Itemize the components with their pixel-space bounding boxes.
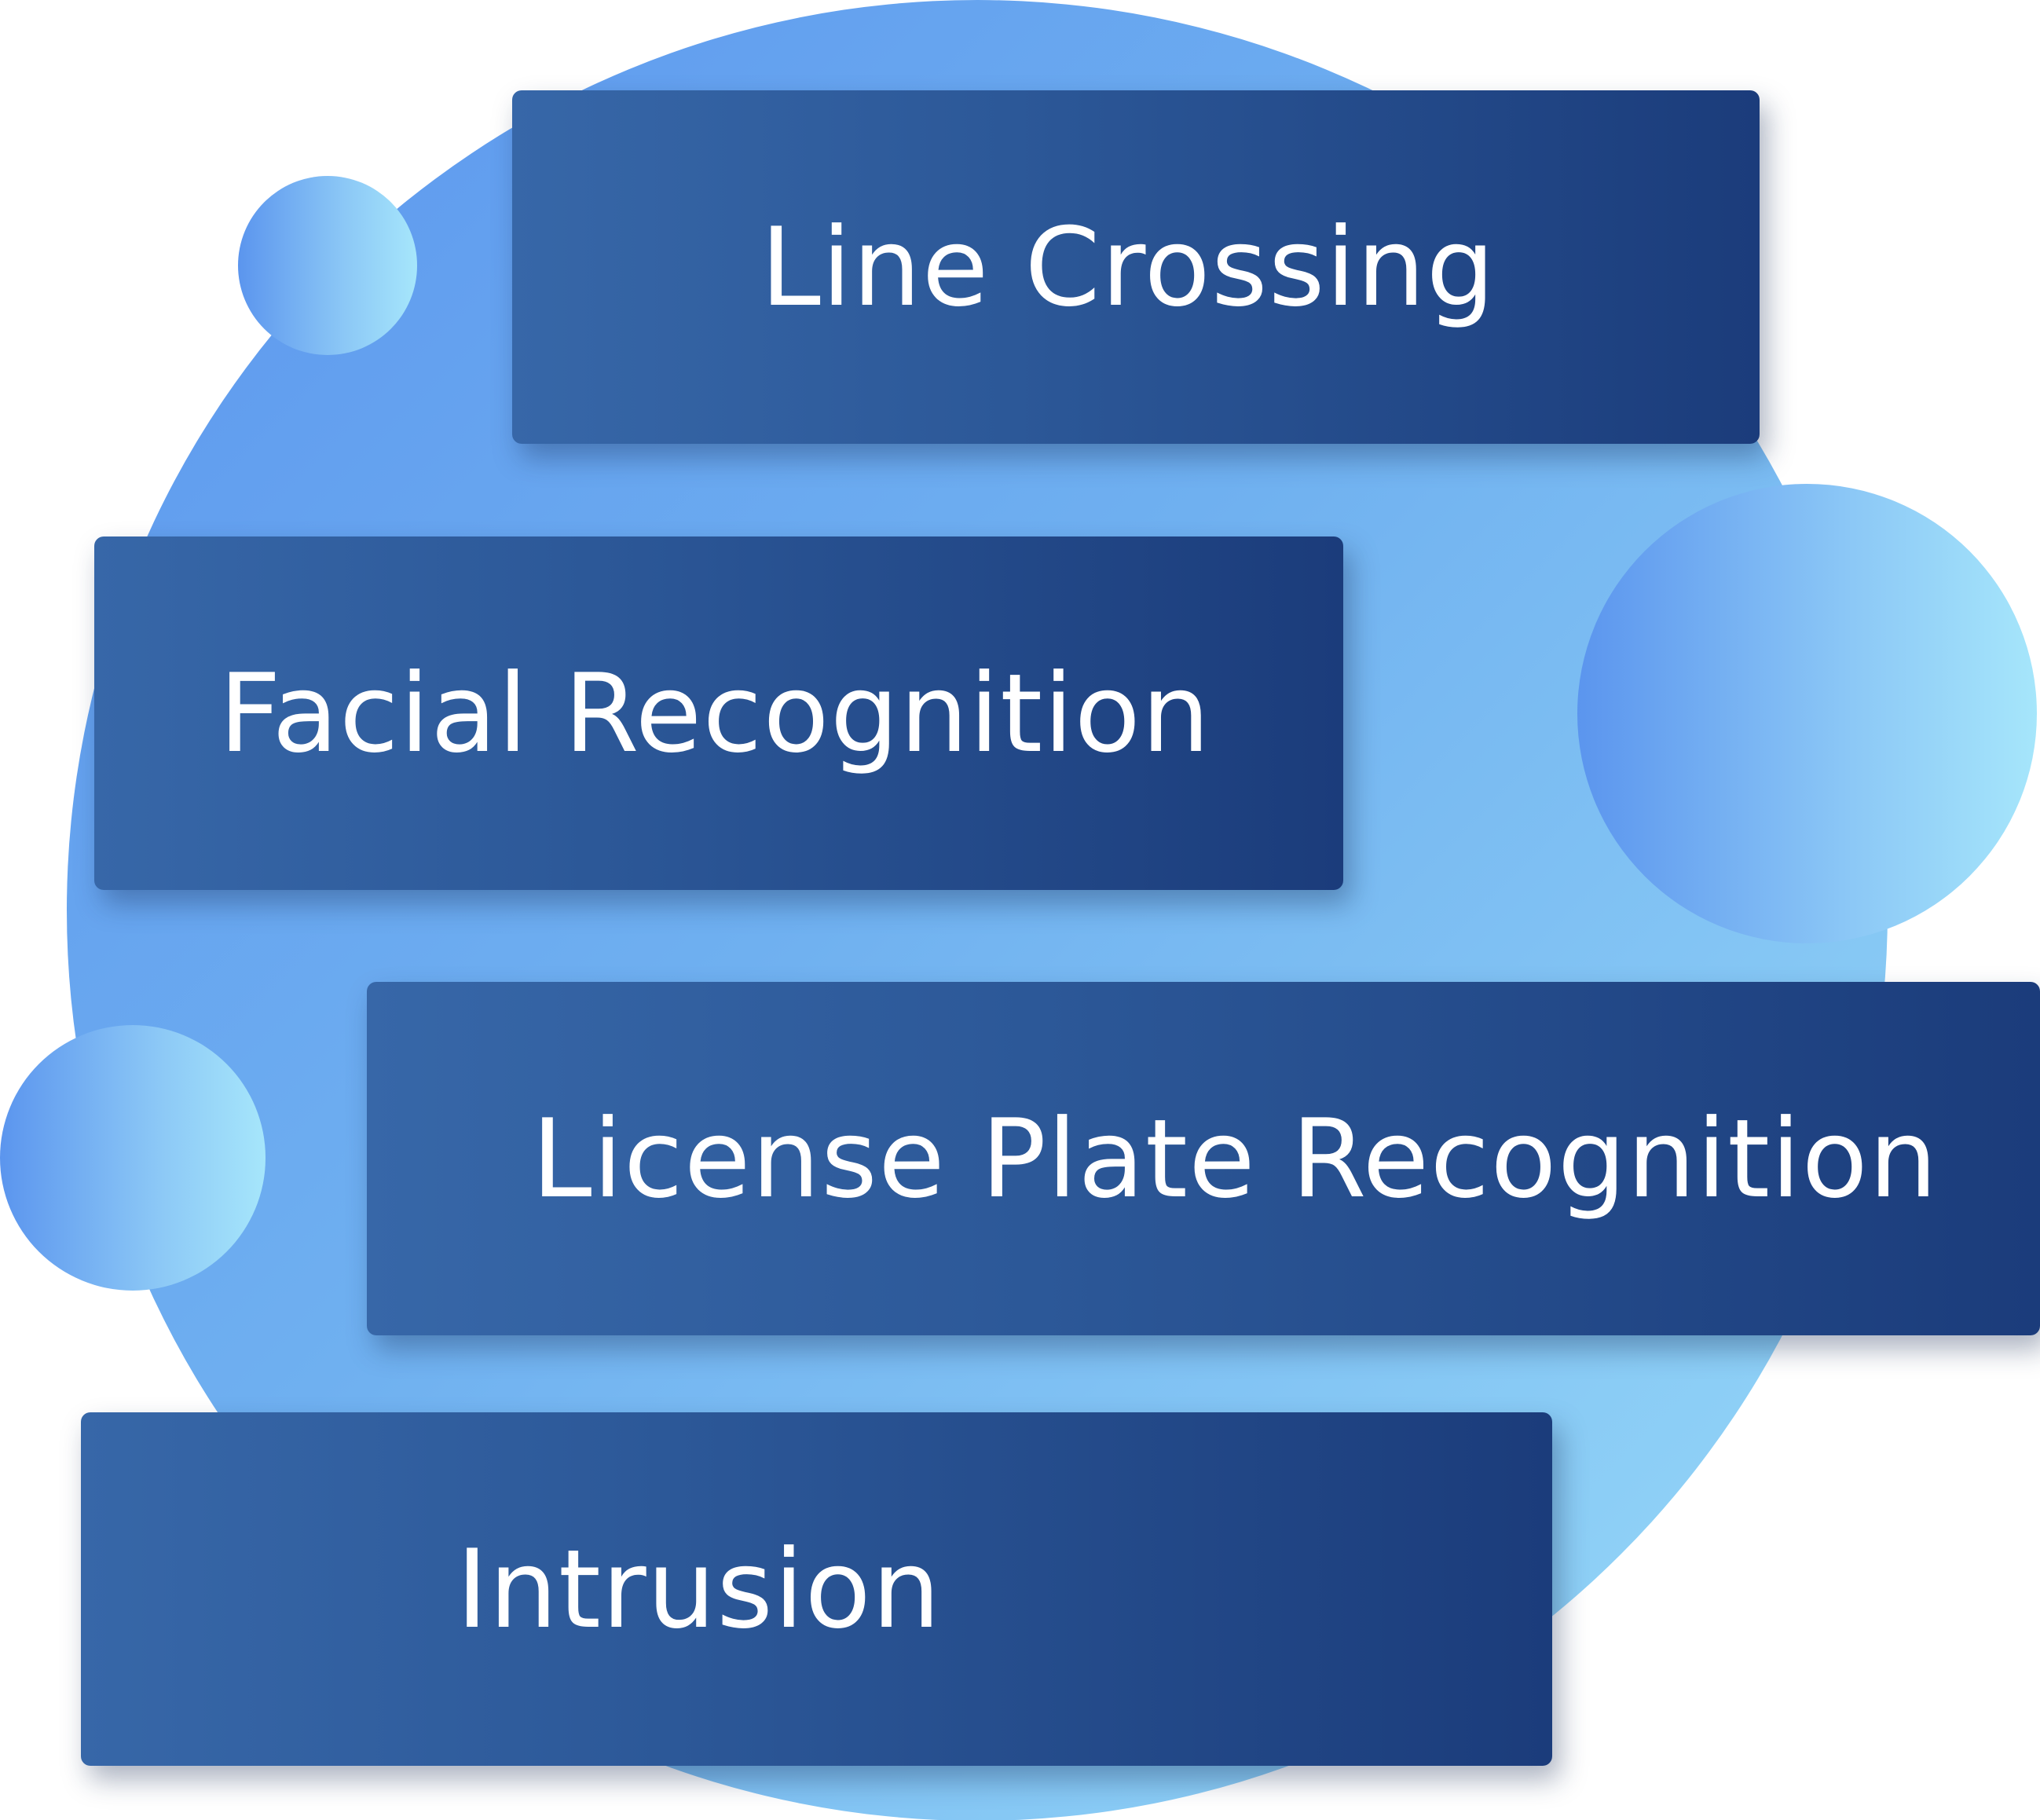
decorative-circle-top-left — [238, 176, 417, 355]
decorative-circle-left — [0, 1025, 266, 1291]
feature-card-license-plate-recognition: License Plate Recognition — [367, 982, 2040, 1335]
feature-card-line-crossing: Line Crossing — [512, 90, 1760, 444]
feature-card-label: Line Crossing — [760, 203, 1496, 331]
feature-card-label: Facial Recognition — [218, 650, 1211, 777]
feature-card-facial-recognition: Facial Recognition — [94, 536, 1343, 890]
feature-card-label: License Plate Recognition — [531, 1095, 1939, 1222]
feature-card-intrusion: Intrusion — [81, 1412, 1552, 1766]
feature-card-label: Intrusion — [456, 1525, 942, 1653]
decorative-circle-right — [1577, 484, 2037, 943]
